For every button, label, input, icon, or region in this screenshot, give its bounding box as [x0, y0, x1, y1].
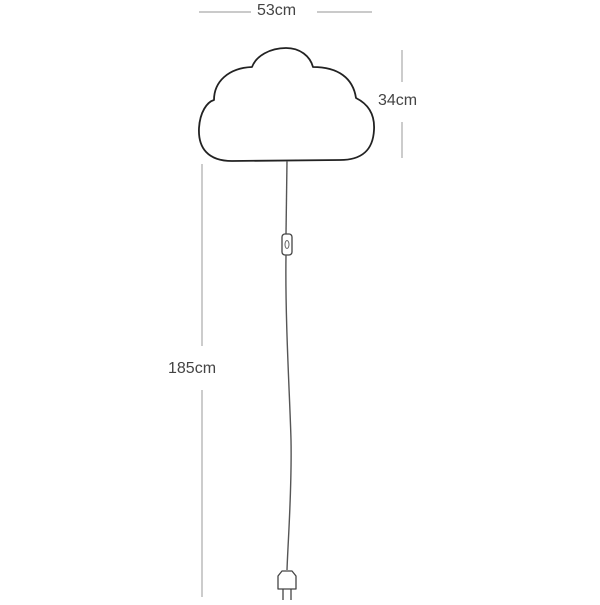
width-dimension-label: 53cm: [257, 2, 297, 19]
cloud-lamp-outline: [198, 47, 375, 162]
plug-icon: [277, 570, 297, 600]
height-dimension-label: 34cm: [378, 92, 418, 109]
inline-switch-icon: [281, 233, 293, 256]
power-cord-lower: [285, 254, 292, 571]
power-cord-upper: [285, 160, 288, 235]
cord-length-dimension-label: 185cm: [168, 360, 217, 377]
